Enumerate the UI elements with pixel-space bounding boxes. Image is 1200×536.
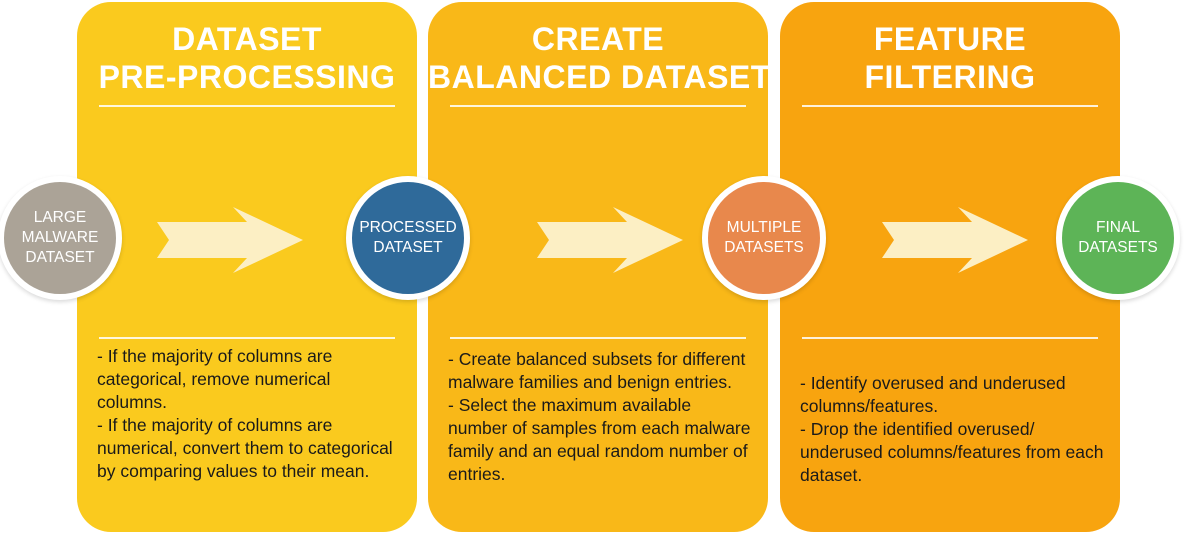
description-point: - Drop the identified overused/ underuse… (800, 419, 1104, 485)
description-point: - If the majority of columns are categor… (97, 346, 333, 412)
stage-title-line: DATASET (172, 21, 322, 57)
stage-description: - Identify overused and underused column… (800, 372, 1106, 487)
node-label: MULTIPLE DATASETS (724, 219, 804, 256)
title-divider (802, 105, 1098, 107)
title-divider (99, 105, 395, 107)
stage-description: - If the majority of columns are categor… (97, 345, 403, 483)
node-large-malware-dataset: LARGE MALWARE DATASET (0, 176, 122, 300)
stage-title-line: CREATE (531, 21, 665, 57)
description-point: - Identify overused and underused column… (800, 373, 1066, 416)
node-final-datasets: FINAL DATASETS (1056, 176, 1180, 300)
description-divider (802, 337, 1098, 339)
stage-title: FEATURE FILTERING (780, 20, 1120, 96)
stage-description: - Create balanced subsets for different … (448, 348, 754, 486)
stage-title: DATASET PRE-PROCESSING (77, 20, 417, 96)
right-arrow-icon (537, 207, 683, 273)
stage-title-line: FILTERING (864, 59, 1036, 95)
node-multiple-datasets: MULTIPLE DATASETS (702, 176, 826, 300)
description-point: - Create balanced subsets for different … (448, 349, 746, 392)
stage-title-line: BALANCED DATASETS (428, 59, 793, 95)
node-label: PROCESSED DATASET (359, 219, 457, 256)
description-divider (99, 337, 395, 339)
node-label: FINAL DATASETS (1078, 219, 1158, 256)
stage-panel-feature-filtering: FEATURE FILTERING - Identify overused an… (780, 2, 1120, 532)
stage-panel-balancing: CREATE BALANCED DATASETS - Create balanc… (428, 2, 793, 532)
node-label: LARGE MALWARE DATASET (21, 209, 99, 266)
description-divider (450, 337, 746, 339)
stage-title-line: PRE-PROCESSING (98, 59, 396, 95)
node-processed-dataset: PROCESSED DATASET (346, 176, 470, 300)
stage-title: CREATE BALANCED DATASETS (428, 20, 793, 96)
right-arrow-icon (157, 207, 303, 273)
description-point: - If the majority of columns are numeric… (97, 415, 393, 481)
title-divider (450, 105, 746, 107)
right-arrow-icon (882, 207, 1028, 273)
description-point: - Select the maximum available number of… (448, 395, 751, 484)
stage-title-line: FEATURE (873, 21, 1027, 57)
